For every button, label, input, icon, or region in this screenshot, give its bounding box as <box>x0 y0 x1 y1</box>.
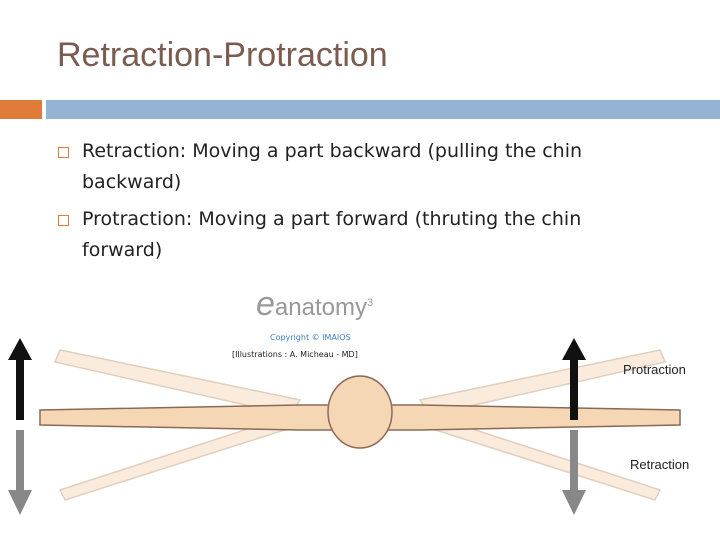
copyright-text: Copyright © IMAIOS <box>270 333 351 342</box>
arrow-down-right-icon <box>562 430 586 515</box>
eanatomy-logo: eanatomy3 <box>256 285 374 323</box>
bullet-item: Protraction: Moving a part forward (thru… <box>58 204 658 266</box>
bullet-text: Retraction: Moving a part backward (pull… <box>82 140 583 193</box>
protraction-label: Protraction <box>623 362 686 377</box>
arrow-down-left-icon <box>8 430 32 515</box>
accent-bar-blue <box>46 100 720 119</box>
bullet-list: Retraction: Moving a part backward (pull… <box>58 136 658 272</box>
body-figure <box>39 375 681 449</box>
arm-ghost-positions <box>53 349 667 501</box>
bullet-text: Protraction: Moving a part forward (thru… <box>82 208 582 261</box>
bullet-item: Retraction: Moving a part backward (pull… <box>58 136 658 198</box>
bullet-square-icon <box>58 147 69 158</box>
arrow-up-right-icon <box>562 338 586 420</box>
accent-bar-orange <box>0 100 42 119</box>
arrow-up-left-icon <box>8 338 32 420</box>
slide-title: Retraction-Protraction <box>57 36 388 74</box>
retraction-label: Retraction <box>630 457 690 472</box>
shoulder-illustration <box>8 338 681 515</box>
illustration-credit: [Illustrations : A. Micheau - MD] <box>232 350 358 359</box>
bullet-square-icon <box>58 215 69 226</box>
